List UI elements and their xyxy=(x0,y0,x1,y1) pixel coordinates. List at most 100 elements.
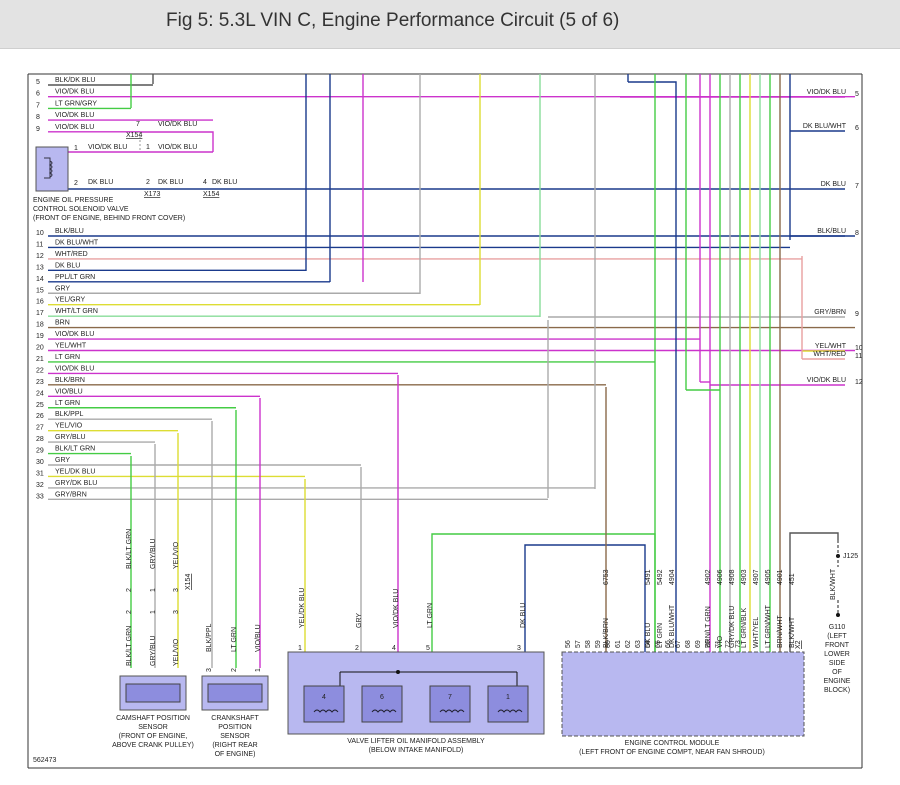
ground-label-1: (LEFT xyxy=(827,633,847,640)
wire-ecm-top xyxy=(628,81,677,370)
crank-label-3: SENSOR xyxy=(220,733,250,740)
row-number-24: 24 xyxy=(36,390,44,397)
cam-pin-2b: 1 xyxy=(150,610,157,614)
manifold-label-2: (BELOW INTAKE MANIFOLD) xyxy=(369,747,464,754)
row-number-28: 28 xyxy=(36,436,44,443)
cam-label-3: (FRONT OF ENGINE, xyxy=(119,733,188,740)
row-number-29: 29 xyxy=(36,448,44,455)
crank-label-4: (RIGHT REAR xyxy=(212,742,257,749)
wire-x154-link xyxy=(140,131,214,152)
row-number-14: 14 xyxy=(36,276,44,283)
ecm-pin-73: 73 xyxy=(735,640,742,648)
ground-label-5: OF xyxy=(832,669,842,676)
row-label-30: GRY xyxy=(55,457,70,464)
row-number-18: 18 xyxy=(36,322,44,329)
ecm-pin-59: 59 xyxy=(595,640,602,648)
crank-pin-3: 1 xyxy=(255,668,262,672)
connector-x154-bottom: X154 xyxy=(203,191,219,198)
ecm-wire-8: WHT/YEL xyxy=(753,617,760,648)
right-label-8: BLK/BLU xyxy=(817,228,846,235)
ecm-wire-1: DK BLU xyxy=(645,623,652,648)
row-number-25: 25 xyxy=(36,402,44,409)
row-label-32: GRY/DK BLU xyxy=(55,480,97,487)
solenoid-conn-wire-a: VIO/DK BLU xyxy=(158,121,197,128)
ecm-circuit-6753: 6753 xyxy=(603,569,610,585)
ground-label-7: BLOCK) xyxy=(824,687,850,694)
row-label-10: BLK/BLU xyxy=(55,228,84,235)
manifold-wire-1: YEL/DK BLU xyxy=(299,588,306,628)
row-number-26: 26 xyxy=(36,413,44,420)
solenoid-conn-wire-b: VIO/DK BLU xyxy=(158,144,197,151)
solenoid-conn-wire-c: DK BLU xyxy=(158,179,183,186)
ecm-wire-10: BRN/WHT xyxy=(777,615,784,648)
ecm-pin-72: 72 xyxy=(725,640,732,648)
right-number-9: 9 xyxy=(855,311,859,318)
crank-wire-3: VIO/BLU xyxy=(255,624,262,652)
ground-g110: J125 BLK/WHT G110 (LEFT FRONT LOWER SIDE… xyxy=(824,540,858,694)
solenoid-wire-1: VIO/DK BLU xyxy=(88,144,127,151)
row-number-23: 23 xyxy=(36,379,44,386)
solenoid-cyl-7 xyxy=(429,685,471,723)
row-label-8: VIO/DK BLU xyxy=(55,112,94,119)
coil-icon-7 xyxy=(439,709,465,713)
cyl-6-label: 6 xyxy=(380,694,384,701)
row-label-9: VIO/DK BLU xyxy=(55,124,94,131)
row-number-5: 5 xyxy=(36,79,40,86)
ecm-pin-58: 58 xyxy=(585,640,592,648)
right-label-10: YEL/WHT xyxy=(815,343,847,350)
ecm-pin-56: 56 xyxy=(565,640,572,648)
row-label-11: DK BLU/WHT xyxy=(55,239,99,246)
row-label-20: YEL/WHT xyxy=(55,343,87,350)
wire-mani-5 xyxy=(524,544,646,655)
right-number-7: 7 xyxy=(855,183,859,190)
connector-x154-top: X154 xyxy=(126,132,142,139)
row-label-5: BLK/DK BLU xyxy=(55,77,95,84)
ecm-pin-61: 61 xyxy=(615,640,622,648)
right-number-6: 6 xyxy=(855,125,859,132)
splice-j125-label: J125 xyxy=(843,553,858,560)
row-label-16: YEL/GRY xyxy=(55,297,86,304)
wire-group xyxy=(48,74,855,668)
row-number-19: 19 xyxy=(36,333,44,340)
valve-lifter-manifold: 4 6 7 1 YEL/DK BLU GRY VIO/DK BLU LT GRN… xyxy=(287,588,545,754)
row-label-31: YEL/DK BLU xyxy=(55,468,95,475)
ecm-pin-70: 70 xyxy=(705,640,712,648)
cam-pin-3: 3 xyxy=(173,588,180,592)
row-label-17: WHT/LT GRN xyxy=(55,308,98,315)
ecm-circuit-5491: 5491 xyxy=(645,569,652,585)
ecm-circuit-4904: 4904 xyxy=(669,569,676,585)
cyl-4-label: 4 xyxy=(322,694,326,701)
cam-pin-1b: 2 xyxy=(126,610,133,614)
ground-label-6: ENGINE xyxy=(824,678,851,685)
solenoid-wire-2: DK BLU xyxy=(88,179,113,186)
row-label-24: VIO/BLU xyxy=(55,388,83,395)
row-label-18: BRN xyxy=(55,320,70,327)
ecm-pin-68: 68 xyxy=(685,640,692,648)
row-number-30: 30 xyxy=(36,459,44,466)
solenoid-body xyxy=(35,146,69,192)
right-label-6: DK BLU/WHT xyxy=(803,123,847,130)
cam-label-1: CAMSHAFT POSITION xyxy=(116,715,190,722)
cam-pin-2: 1 xyxy=(150,588,157,592)
row-number-15: 15 xyxy=(36,287,44,294)
row-label-14: PPL/LT GRN xyxy=(55,274,95,281)
ecm-pin-66: 66 xyxy=(665,640,672,648)
crank-sensor-inner xyxy=(207,683,263,703)
row-number-12: 12 xyxy=(36,253,44,260)
ecm-wire-7: LT GRN/BLK xyxy=(741,607,748,648)
coil-icon-6 xyxy=(371,709,397,713)
right-number-11: 11 xyxy=(855,353,862,360)
right-label-9: GRY/BRN xyxy=(814,309,846,316)
ecm-circuit-4908: 4908 xyxy=(729,569,736,585)
solenoid-coil-icon xyxy=(44,157,53,179)
manifold-pin-2: 2 xyxy=(355,645,359,652)
engine-control-module: X2 ENGINE CONTROL MODULE (LEFT FRONT OF … xyxy=(561,640,805,756)
cam-wire-3: YEL/VIO xyxy=(173,541,180,569)
right-label-12: VIO/DK BLU xyxy=(807,377,846,384)
ground-wire-label: BLK/WHT xyxy=(830,568,837,600)
crank-wire-1: BLK/PPL xyxy=(206,623,213,652)
row-label-26: BLK/PPL xyxy=(55,411,84,418)
row-label-13: DK BLU xyxy=(55,262,80,269)
ecm-circuit-4906: 4906 xyxy=(717,569,724,585)
